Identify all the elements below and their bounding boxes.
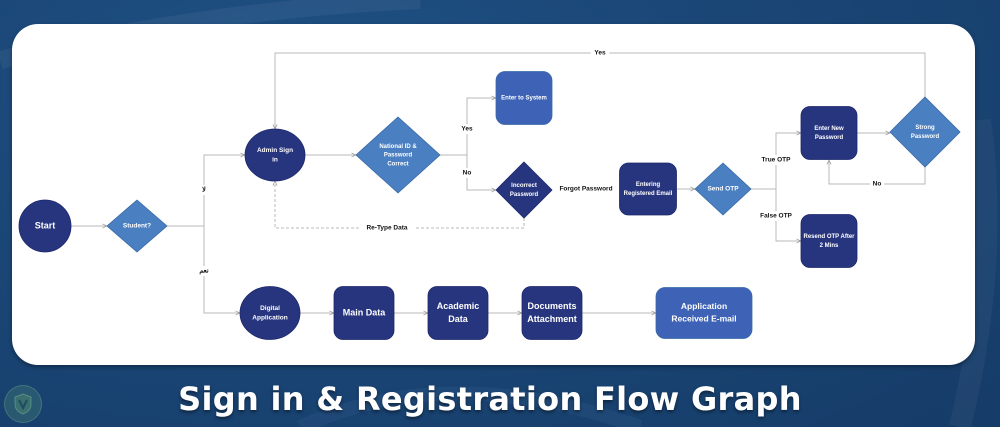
node-label: Resend OTP After	[803, 234, 855, 240]
edge-label-text: No	[463, 170, 472, 177]
edge-label: False OTP	[754, 211, 798, 221]
edge-label: نعم	[194, 266, 214, 276]
node-student[interactable]: Student?	[106, 199, 168, 253]
node-label: Academic	[437, 301, 480, 311]
node-label: Password	[815, 135, 844, 141]
edge-label-text: Yes	[594, 50, 606, 57]
node-shape-rounded-rect	[333, 286, 395, 340]
node-enter-system[interactable]: Enter to System	[495, 71, 553, 125]
node-admin-sign-in[interactable]: Admin Sign in	[244, 128, 306, 182]
node-label: Registered Email	[624, 191, 673, 197]
edge-label: True OTP	[756, 155, 796, 165]
node-label: Password	[911, 134, 940, 140]
node-label: Application	[252, 314, 287, 321]
node-label: Send OTP	[707, 186, 739, 193]
node-start[interactable]: Start	[18, 199, 72, 253]
edge-label-text: نعم	[199, 268, 208, 275]
edge-label-text: True OTP	[762, 157, 792, 164]
node-label: Received E-mail	[671, 313, 736, 323]
node-shape-rounded-rect	[800, 106, 858, 160]
node-shape-circle	[244, 128, 306, 182]
node-shape-diamond	[106, 199, 168, 253]
node-main-data[interactable]: Main Data	[333, 286, 395, 340]
node-label: in	[272, 156, 278, 163]
node-shape-rounded-rect	[427, 286, 489, 340]
node-send-otp[interactable]: Send OTP	[694, 162, 752, 216]
node-shape-rounded-rect	[495, 71, 553, 125]
node-label: Incorrect	[511, 183, 537, 189]
node-label: Enter to System	[501, 96, 547, 102]
edge-label-text: Forgot Password	[559, 186, 612, 193]
shield-v-icon	[4, 385, 42, 423]
edge-label-text: Yes	[461, 126, 473, 133]
node-shape-diamond	[694, 162, 752, 216]
edge-label: No	[459, 168, 475, 178]
node-label: Password	[510, 192, 539, 198]
edge-label: Yes	[457, 124, 477, 134]
node-label: Main Data	[343, 307, 387, 317]
node-shape-rounded-rect	[521, 286, 583, 340]
node-label: Student?	[123, 223, 151, 230]
edge-label: No	[869, 179, 885, 189]
node-label: Documents	[527, 301, 576, 311]
node-label: Admin Sign	[257, 147, 293, 154]
node-shape-circle	[239, 286, 301, 340]
edge-label-text: لا	[202, 186, 206, 194]
diagram-card	[12, 24, 975, 365]
edge-incorrect-password-to-admin-sign-in	[275, 181, 525, 229]
node-label: Attachment	[527, 314, 577, 324]
node-label: Digital	[260, 305, 280, 312]
node-shape-rounded-rect	[655, 287, 753, 339]
edge-label: Re-Type Data	[358, 223, 416, 233]
node-shape-circle	[18, 199, 72, 253]
node-shape-diamond	[889, 96, 961, 168]
node-label: Correct	[387, 161, 408, 167]
node-label: Password	[384, 153, 413, 159]
node-label: Enter New	[814, 126, 844, 132]
node-shape-diamond	[355, 116, 441, 194]
edge-label-text: False OTP	[760, 213, 792, 220]
edge-label: Yes	[590, 48, 610, 58]
node-label: Start	[35, 220, 56, 230]
edge-label-text: No	[873, 181, 882, 188]
node-label: National ID &	[379, 144, 417, 150]
node-label: Application	[681, 301, 727, 311]
edge-label-text: Re-Type Data	[366, 225, 407, 232]
node-shape-rounded-rect	[619, 162, 677, 216]
node-label: Entering	[636, 182, 661, 188]
nodes-layer: Start Student? Admin Sign in National ID & Pa…	[18, 71, 961, 340]
node-label: Strong	[915, 125, 935, 131]
node-shape-rounded-rect	[800, 214, 858, 268]
edge-label: لا	[196, 185, 212, 195]
page-title: Sign in & Registration Flow Graph	[178, 380, 802, 418]
node-resend-otp[interactable]: Resend OTP After 2 Mins	[800, 214, 858, 268]
edge-label: Forgot Password	[551, 184, 621, 194]
node-label: 2 Mins	[820, 243, 839, 249]
node-shape-diamond	[495, 161, 553, 219]
node-label: Data	[448, 314, 469, 324]
